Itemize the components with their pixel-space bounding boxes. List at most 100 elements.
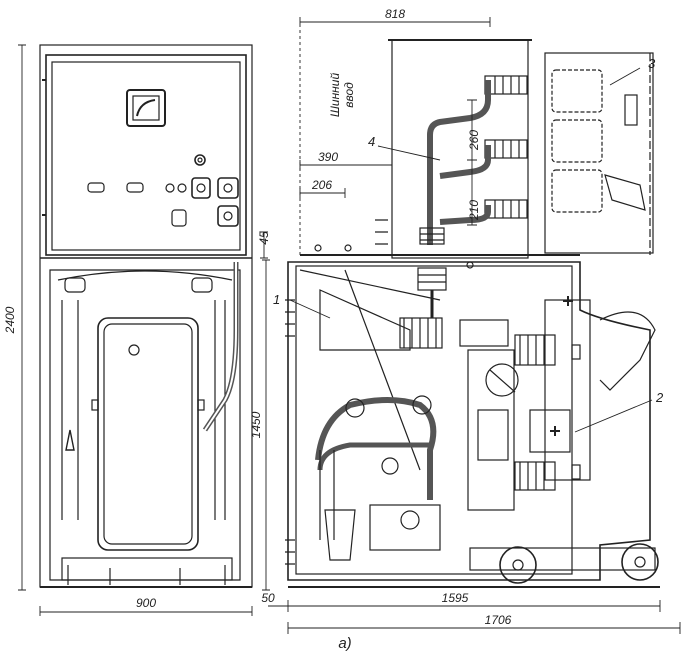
- control-button-3: [217, 205, 239, 227]
- cable-conduit-inner: [204, 262, 237, 431]
- callout-leaders: [289, 67, 653, 433]
- breaker-cabinet: [287, 261, 651, 581]
- dim-label-260: 260: [467, 130, 481, 151]
- left-fins-lower: [285, 539, 295, 565]
- control-button-4: [171, 209, 187, 227]
- dim-ticks-45: [260, 231, 268, 259]
- callout-1: 1: [273, 292, 280, 307]
- breaker-head: [459, 319, 509, 347]
- handle-bar: [599, 311, 656, 391]
- lower-door: [49, 269, 241, 581]
- window-screw: [128, 344, 140, 356]
- cable-lug-2: [412, 395, 432, 415]
- earthing-switch-box: [369, 504, 441, 551]
- door-vent-left: [64, 277, 86, 293]
- plate-rivet-2: [344, 244, 352, 252]
- control-button-2: [217, 177, 239, 199]
- ct-2-fins: [519, 462, 545, 490]
- indicator-lamp-core: [197, 157, 203, 163]
- logo-plate-inner: [132, 95, 160, 121]
- lower-door-arc: [57, 270, 233, 281]
- upper-bushing-ribs: [420, 233, 444, 241]
- dim-label-1595: 1595: [442, 591, 469, 605]
- inspection-window-inner: [103, 323, 193, 545]
- door-rib-right: [214, 300, 226, 520]
- callout-2: 2: [655, 390, 664, 405]
- callout-4: 4: [368, 134, 375, 149]
- bus-insulators: [484, 75, 528, 219]
- dim-label-2400: 2400: [3, 306, 17, 334]
- current-transformer-2: [514, 461, 556, 491]
- door-rib-left: [61, 300, 79, 520]
- truck-wheel-1-hub: [512, 559, 524, 571]
- logo-plate: [126, 89, 166, 127]
- leader-2: [574, 399, 653, 433]
- frame-panel: [319, 289, 411, 351]
- text-layer: 2400 1450 900 818 390 206 45 260 210 50 …: [3, 7, 664, 652]
- leader-3: [609, 67, 641, 86]
- key-switch-1: [165, 183, 175, 193]
- side-section: [285, 39, 660, 588]
- lower-bushing: [417, 267, 447, 291]
- breaker-drive-spoke: [489, 369, 516, 393]
- plate-slot-1: [571, 344, 581, 360]
- dim-label-1450: 1450: [249, 411, 263, 438]
- relay-door-inner: [51, 61, 241, 251]
- breaker-drive-wheel: [485, 363, 519, 397]
- insulator-1-ribs: [494, 76, 520, 94]
- plate-rivet-1: [314, 244, 322, 252]
- leader-4: [377, 145, 441, 161]
- truck-base: [61, 557, 233, 581]
- busbar-1: [427, 80, 491, 245]
- dim-ticks-1706: [287, 622, 681, 634]
- relay-terminal: [624, 94, 638, 126]
- truck-wheel-1: [499, 546, 537, 584]
- control-button-3-knob: [223, 211, 233, 221]
- dim-ticks-900: [39, 606, 253, 616]
- control-button-1: [191, 177, 211, 199]
- logo-mark: [136, 99, 156, 117]
- breaker-cabinet-inner: [295, 265, 573, 575]
- mechanism-cross: [550, 426, 560, 436]
- truck-chassis: [469, 547, 656, 571]
- ct-1-fins: [519, 335, 545, 365]
- breaker-chamber: [477, 409, 509, 461]
- relay-box: [544, 52, 654, 254]
- control-button-1-knob: [196, 183, 206, 193]
- front-dimensions: [18, 44, 270, 616]
- dim-ticks-2400: [18, 44, 26, 591]
- door-lock-right: [197, 399, 205, 411]
- dim-label-206: 206: [311, 178, 332, 192]
- callout-3: 3: [648, 56, 656, 71]
- busbar-2: [439, 145, 491, 179]
- front-view: [39, 44, 253, 588]
- control-button-2-knob: [223, 183, 233, 193]
- side-dimensions: [260, 17, 681, 634]
- door-latch-mark: [65, 429, 75, 451]
- truck-wheel-2-hub: [634, 556, 646, 568]
- bus-compartment: [391, 39, 529, 259]
- cable-loop-1: [315, 397, 437, 500]
- dim-label-210: 210: [467, 200, 481, 221]
- breaker-body: [467, 349, 515, 511]
- frame-diagonal-1: [299, 269, 441, 301]
- dim-label-818: 818: [385, 7, 405, 21]
- bus-entry-label-line1: Шинний: [328, 73, 342, 118]
- truck-wheel-2: [621, 543, 659, 581]
- earthing-switch-pivot: [400, 510, 420, 530]
- breaker-pole-top: [399, 317, 443, 349]
- dim-ticks-818: [299, 17, 491, 27]
- upper-bushing: [419, 227, 445, 245]
- cable-lug-1: [345, 398, 365, 418]
- insulator-3: [484, 199, 528, 219]
- inspection-window: [97, 317, 199, 551]
- dim-label-390: 390: [318, 150, 338, 164]
- breaker-pole-top-fins: [403, 318, 437, 348]
- dim-label-45: 45: [257, 231, 271, 245]
- switch-slot-2: [126, 182, 144, 193]
- relay-unit-2: [551, 119, 603, 163]
- bus-entry-label-line2: ввод: [342, 82, 356, 108]
- lower-bushing-ribs: [418, 274, 446, 283]
- base-feet: [67, 565, 226, 585]
- bus-fins: [375, 219, 388, 245]
